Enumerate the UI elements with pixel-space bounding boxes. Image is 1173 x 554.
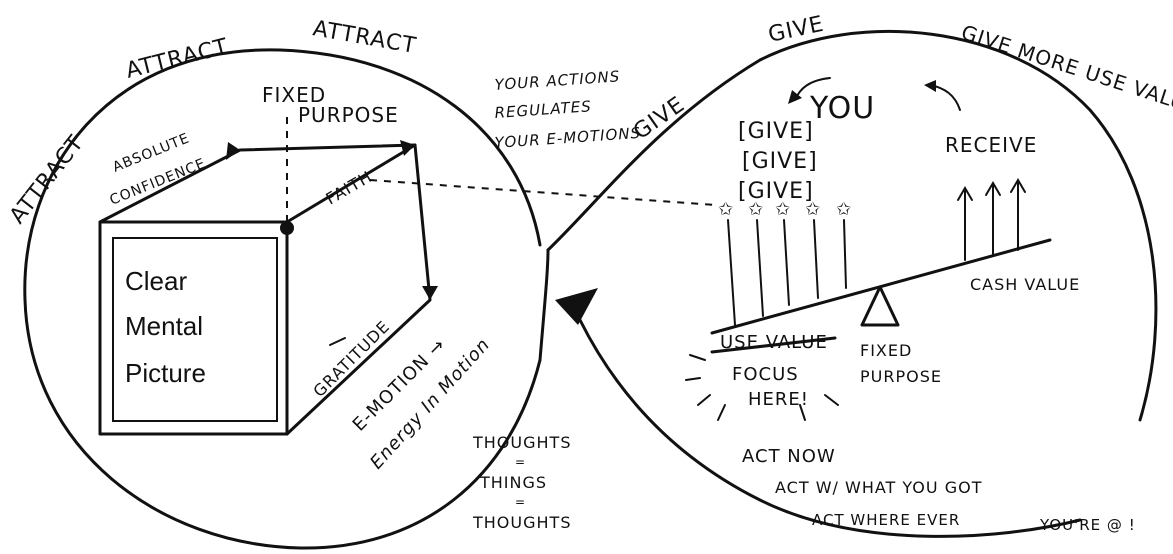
infinity-cross-stroke-1 [546, 30, 1158, 422]
act-now-label: ACT NOW [742, 446, 836, 467]
down-arrow-3 [783, 219, 790, 306]
cash-value-label: CASH VALUE [970, 275, 1080, 294]
up-arrow-2-head [985, 181, 1001, 196]
faith-to-give-dash [369, 179, 716, 206]
faith-arrowhead [400, 140, 415, 156]
give-top-label: GIVE [766, 12, 826, 48]
give-stack-1: [GIVE] [738, 119, 814, 144]
actions-note-line-1: YOUR ACTIONS [494, 67, 621, 94]
actions-note-line-2: REGULATES [494, 97, 592, 122]
use-value-label: USE VALUE [720, 332, 828, 353]
box-text-clear: Clear [125, 266, 187, 296]
cube-inner-frame [112, 237, 278, 422]
things-label: THINGS [479, 473, 547, 492]
give-stack-3: [GIVE] [738, 179, 814, 204]
receive-arrows [957, 178, 1026, 261]
down-arrow-5 [843, 219, 847, 289]
give-stack-2: [GIVE] [742, 149, 818, 174]
here-label: HERE! [748, 389, 809, 410]
you-arrowhead-right [924, 80, 936, 92]
you-arrowhead-left [788, 90, 802, 104]
cube-top-face [98, 143, 417, 224]
receive-label: RECEIVE [945, 133, 1037, 157]
box-text-mental: Mental [125, 311, 203, 341]
purpose-label: PURPOSE [298, 103, 399, 127]
act-where-label: ACT WHERE EVER [812, 511, 960, 529]
thoughts-bottom: THOUGHTS [472, 513, 571, 532]
purpose-label-right: PURPOSE [860, 367, 942, 386]
attract-label-2: ATTRACT [123, 34, 231, 84]
focus-label: FOCUS [732, 364, 799, 385]
youre-at-label: YOU'RE @ ! [1039, 516, 1136, 534]
up-arrow-1-head [957, 186, 973, 201]
down-arrow-4 [813, 219, 819, 299]
box-text-picture: Picture [125, 358, 206, 388]
focus-rays [685, 354, 839, 421]
equals-1: = [515, 455, 526, 469]
gratitude-arrowhead [422, 286, 438, 300]
you-label: YOU [809, 91, 875, 126]
attract-label-3: ATTRACT [311, 16, 418, 59]
down-arrow-2 [756, 219, 764, 317]
act-with-label: ACT W/ WHAT YOU GOT [775, 478, 982, 497]
faith-label: FAITH [323, 167, 376, 209]
loop-arrowhead-left [555, 288, 598, 325]
star-icon: ✩ [748, 199, 764, 220]
fixed-purpose-dot [280, 221, 294, 235]
infinity-cross-stroke-2 [578, 318, 1082, 538]
infinity-lower-left-stroke [538, 248, 550, 362]
left-loop-outline [23, 48, 542, 550]
star-icon: ✩ [775, 199, 791, 220]
fulcrum-triangle [860, 285, 900, 327]
star-icon: ✩ [836, 199, 852, 220]
equals-2: = [515, 495, 526, 509]
actions-note-line-3: YOUR E-MOTIONS [494, 124, 642, 152]
cube-front-face [98, 220, 289, 436]
cube [98, 110, 438, 436]
confidence-arrowhead [226, 142, 240, 160]
give-more-label: GIVE MORE USE VALUE NOW! [958, 20, 1173, 141]
fixed-label: FIXED [262, 83, 326, 107]
star-icon: ✩ [805, 199, 821, 220]
use-value-underline [710, 336, 837, 354]
down-arrow-1 [727, 219, 736, 326]
star-icon: ✩ [718, 199, 734, 220]
gratitude-hatch [329, 337, 346, 346]
attract-label-1: ATTRACT [5, 131, 89, 229]
fixed-label-right: FIXED [860, 341, 912, 360]
thoughts-top: THOUGHTS [472, 433, 571, 452]
up-arrow-3-head [1010, 178, 1026, 193]
give-arrows: ✩ ✩ ✩ ✩ ✩ [718, 199, 852, 326]
